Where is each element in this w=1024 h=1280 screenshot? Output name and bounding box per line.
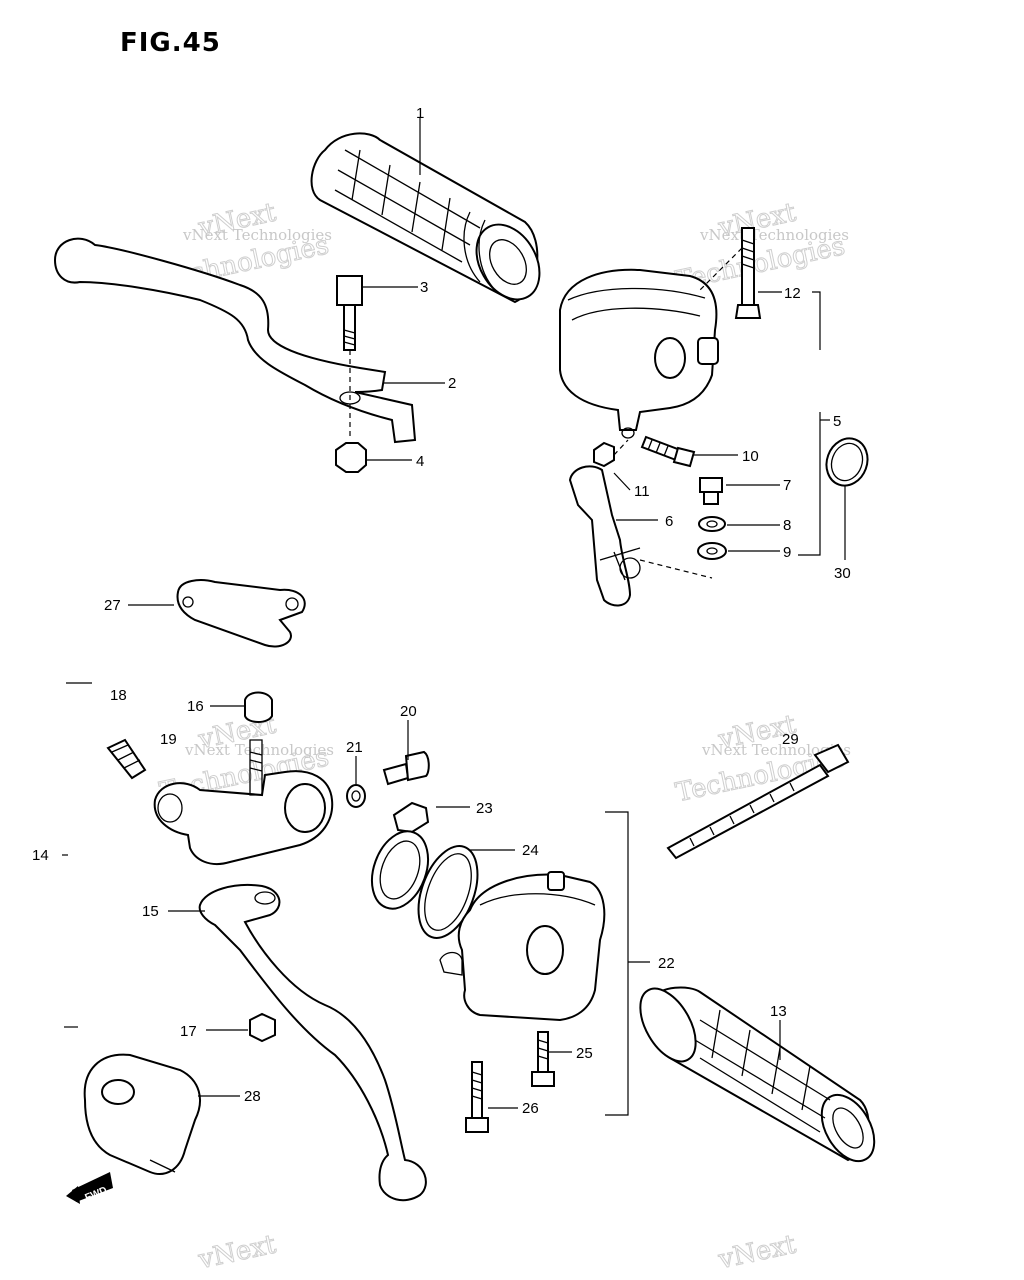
callout-28: 28 [244, 1088, 261, 1105]
callout-19: 19 [160, 731, 177, 748]
part-23-clip [392, 801, 430, 834]
callout-20: 20 [400, 703, 417, 720]
callout-18: 18 [110, 687, 127, 704]
part-6-switch-bracket [568, 465, 713, 607]
part-11-nut [593, 439, 629, 468]
part-1-throttle-grip [310, 132, 541, 304]
part-30-o-ring [825, 437, 869, 487]
part-26-screw [465, 1061, 489, 1133]
watermark-bottom-left: vNext [195, 1229, 280, 1276]
callout-21: 21 [346, 739, 363, 756]
leader-lines [62, 118, 846, 1116]
callout-23: 23 [476, 800, 493, 817]
watermark-bottom-right: vNext [715, 1229, 800, 1276]
callout-16: 16 [187, 698, 204, 715]
callout-4: 4 [416, 453, 424, 470]
callout-29: 29 [782, 731, 799, 748]
part-22-switch-housing [439, 871, 606, 1022]
callout-labels: 1 2 3 4 5 6 7 8 9 10 11 12 13 14 15 16 1… [32, 105, 851, 1117]
part-5-master-cylinder [559, 268, 719, 439]
part-20-screw [382, 750, 430, 786]
part-27-lever-bracket [176, 579, 306, 648]
forward-direction-badge: FWD [66, 1172, 113, 1204]
part-17-nut [249, 1012, 276, 1043]
part-28-switch-holder [83, 1053, 201, 1175]
part-21-washer [346, 784, 366, 808]
callout-12: 12 [784, 285, 801, 302]
part-19-cable-adjuster [106, 738, 147, 780]
callout-2: 2 [448, 375, 456, 392]
callout-9: 9 [783, 544, 791, 561]
callout-22: 22 [658, 955, 675, 972]
callout-13: 13 [770, 1003, 787, 1020]
figure-title: FIG.45 [120, 28, 221, 58]
callout-8: 8 [783, 517, 791, 534]
part-9-washer [697, 542, 727, 560]
part-10-bolt [640, 435, 696, 468]
part-24-throttle-sleeve [370, 830, 479, 939]
callout-24: 24 [522, 842, 539, 859]
callout-14: 14 [32, 847, 49, 864]
callout-15: 15 [142, 903, 159, 920]
svg-text:vNext Technologies: vNext Technologies [184, 741, 334, 759]
svg-text:vNext Technologies: vNext Technologies [701, 741, 851, 759]
part-15-clutch-lever [198, 884, 427, 1202]
callout-17: 17 [180, 1023, 197, 1040]
svg-text:vNext Technologies: vNext Technologies [699, 226, 849, 244]
callout-3: 3 [420, 279, 428, 296]
callout-5: 5 [833, 413, 841, 430]
callout-6: 6 [665, 513, 673, 530]
callout-30: 30 [834, 565, 851, 582]
part-7-screw [699, 477, 723, 505]
part-13-left-grip [639, 986, 876, 1163]
part-29-cable-tie [666, 743, 850, 860]
part-12-clamp-bolt [699, 227, 762, 319]
svg-text:vNext Technologies: vNext Technologies [182, 226, 332, 244]
part-14-clutch-lever-holder [153, 739, 334, 866]
part-16-cap [244, 691, 273, 723]
part-25-screw [531, 1031, 555, 1087]
part-8-washer [698, 516, 726, 532]
callout-10: 10 [742, 448, 759, 465]
callout-25: 25 [576, 1045, 593, 1062]
callout-1: 1 [416, 105, 424, 122]
svg-text:vNext: vNext [715, 1230, 799, 1276]
callout-7: 7 [783, 477, 791, 494]
callout-11: 11 [634, 483, 650, 500]
part-4-lever-nut [335, 442, 367, 473]
callout-26: 26 [522, 1100, 539, 1117]
part-3-pivot-bolt [336, 275, 363, 440]
svg-text:vNext: vNext [195, 1230, 279, 1276]
callout-27: 27 [104, 597, 121, 614]
